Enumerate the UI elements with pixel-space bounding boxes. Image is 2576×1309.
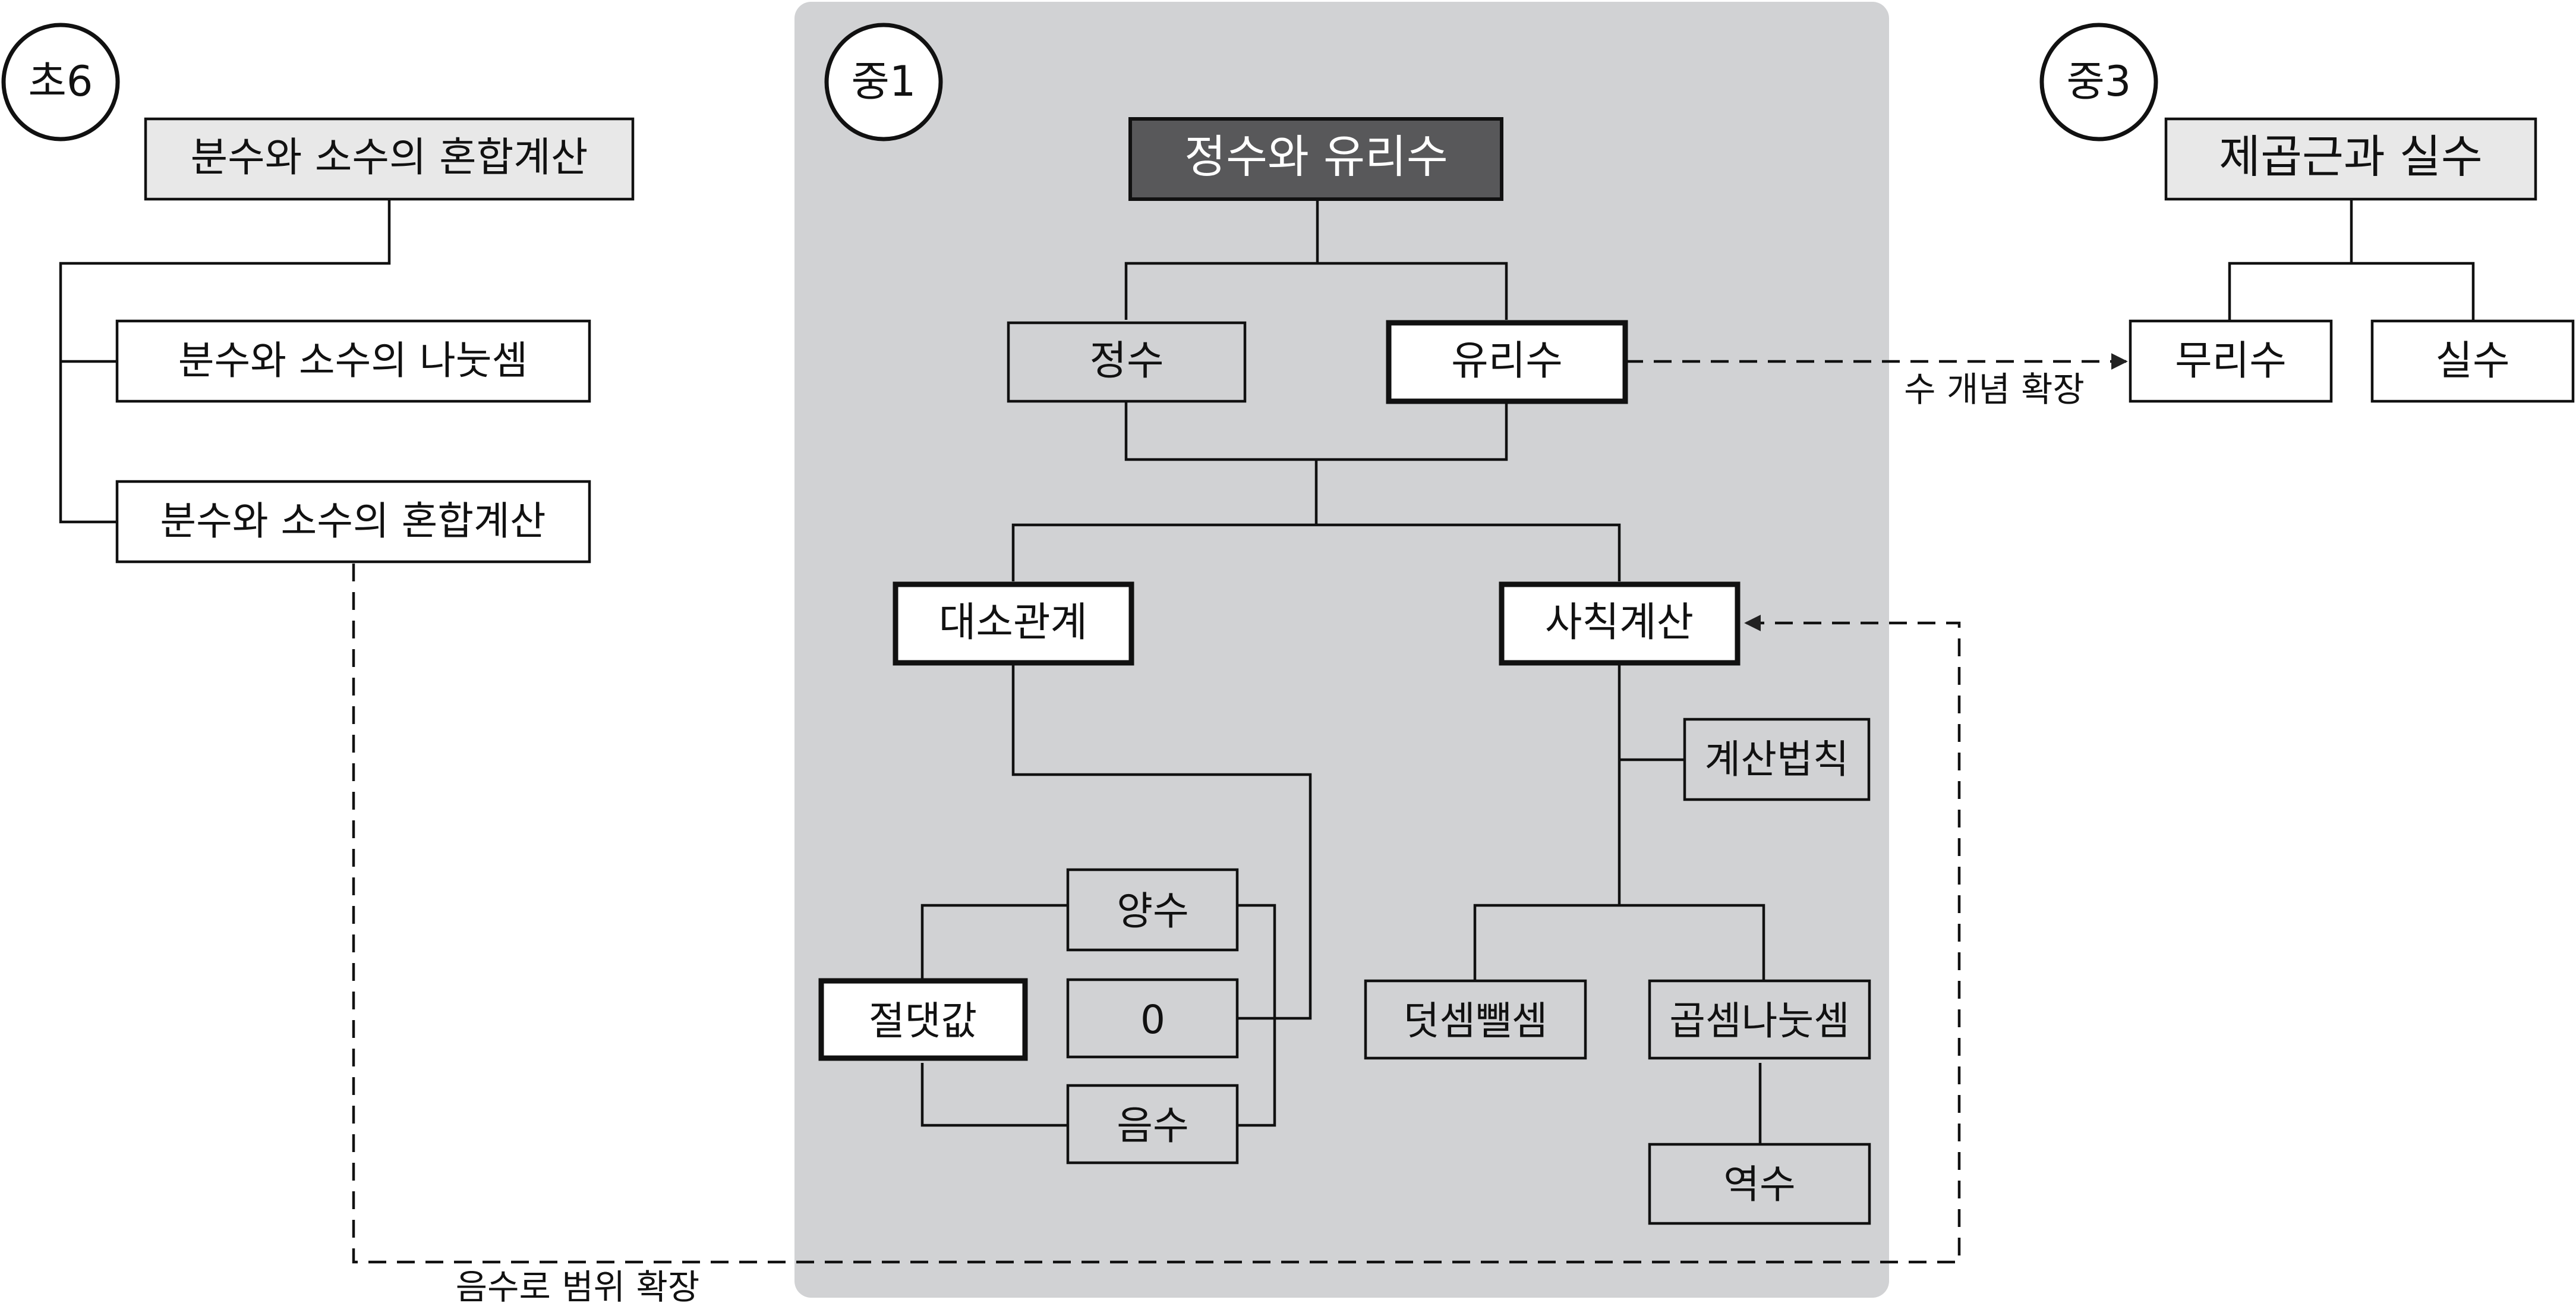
extension-links [352,353,2128,1264]
integer-box: 정수 [1007,321,1247,403]
svg-text:곱셈나눗셈: 곱셈나눗셈 [1669,998,1850,1044]
elem6-title-box: 분수와 소수의 혼합계산 [144,117,635,201]
irrational-box: 무리수 [2129,319,2333,403]
zero-box: 0 [1066,978,1239,1059]
tree-connectors [59,199,2475,1144]
svg-text:0: 0 [1140,997,1165,1043]
svg-text:정수와 유리수: 정수와 유리수 [1184,130,1448,183]
elem6-child1-box: 분수와 소수의 나눗셈 [115,319,591,403]
reciprocal-box: 역수 [1648,1143,1871,1225]
grade-badge-elem6: 초6 [1,23,120,141]
svg-text:사칙계산: 사칙계산 [1545,599,1694,646]
rational-box: 유리수 [1386,320,1628,404]
mid1-title-box: 정수와 유리수 [1128,117,1503,201]
positive-box: 양수 [1066,868,1239,952]
order-box: 대소관계 [893,581,1134,666]
negative-box: 음수 [1066,1084,1239,1165]
arith-box: 사칙계산 [1499,581,1741,666]
grade-elem6-label: 초6 [29,57,93,106]
grade-badge-mid1: 중1 [824,23,943,141]
muldiv-box: 곱셈나눗셈 [1648,979,1871,1060]
negative-extension-label: 음수로 범위 확장 [456,1267,699,1307]
addsub-box: 덧셈뺄셈 [1364,979,1587,1060]
svg-text:유리수: 유리수 [1451,338,1563,385]
svg-text:분수와 소수의 나눗셈: 분수와 소수의 나눗셈 [178,338,528,383]
svg-text:실수: 실수 [2435,338,2509,385]
svg-text:대소관계: 대소관계 [939,599,1087,646]
laws-box: 계산법칙 [1683,718,1871,801]
svg-text:정수: 정수 [1089,338,1164,385]
absval-box: 절댓값 [818,978,1028,1061]
svg-text:음수: 음수 [1117,1103,1188,1148]
svg-text:분수와 소수의 혼합계산: 분수와 소수의 혼합계산 [160,498,546,544]
svg-text:양수: 양수 [1117,888,1188,934]
svg-text:역수: 역수 [1723,1162,1795,1207]
grade-badge-mid3: 중3 [2039,23,2158,141]
svg-text:무리수: 무리수 [2175,338,2287,385]
svg-text:절댓값: 절댓값 [869,998,977,1044]
elem6-child2-box: 분수와 소수의 혼합계산 [115,480,591,564]
grade-mid3-label: 중3 [2067,57,2132,106]
svg-text:덧셈뺄셈: 덧셈뺄셈 [1404,998,1548,1044]
grade-mid1-label: 중1 [852,57,916,106]
mid3-title-box: 제곱근과 실수 [2164,117,2537,201]
number-extension-label: 수 개념 확장 [1904,369,2085,410]
real-box: 실수 [2370,319,2575,403]
svg-text:계산법칙: 계산법칙 [1705,737,1849,782]
svg-text:분수와 소수의 혼합계산: 분수와 소수의 혼합계산 [191,134,588,181]
svg-text:제곱근과 실수: 제곱근과 실수 [2219,130,2483,183]
